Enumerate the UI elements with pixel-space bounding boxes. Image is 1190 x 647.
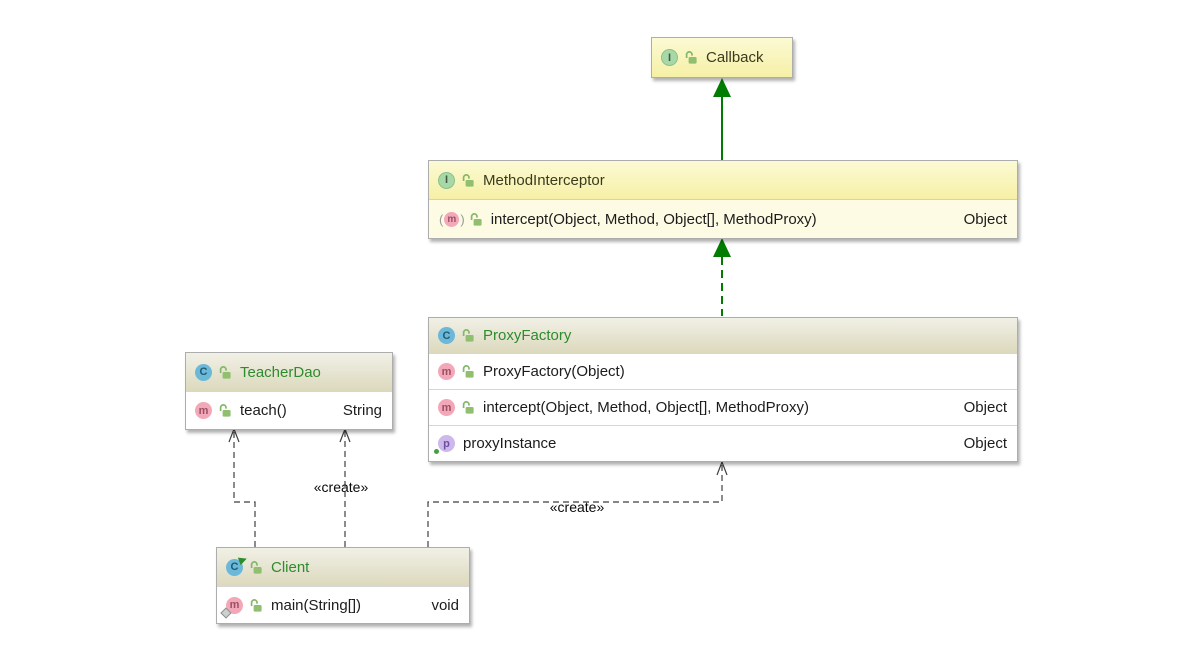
method-icon: m [195, 402, 212, 419]
class-header-proxyfactory[interactable]: C ProxyFactory [429, 318, 1017, 353]
member-row-constructor[interactable]: m ProxyFactory(Object) [429, 353, 1017, 389]
member-signature: teach() [240, 402, 287, 419]
class-name-proxyfactory: ProxyFactory [483, 327, 572, 344]
open-lock-icon [461, 328, 475, 343]
open-lock-icon [249, 560, 263, 575]
class-box-client[interactable]: C Client m main(String[]) void [216, 547, 470, 624]
method-icon: m [444, 211, 460, 227]
class-box-methodinterceptor[interactable]: I MethodInterceptor ( m ) intercept(Obje… [428, 160, 1018, 239]
open-lock-icon [461, 400, 475, 415]
member-signature: intercept(Object, Method, Object[], Meth… [483, 399, 809, 416]
class-header-client[interactable]: C Client [217, 548, 469, 586]
class-name-teacherdao: TeacherDao [240, 363, 321, 381]
class-box-proxyfactory[interactable]: C ProxyFactory m ProxyFactory(Object) m … [428, 317, 1018, 462]
open-lock-icon [249, 598, 263, 613]
member-return-type: void [431, 596, 459, 614]
open-lock-icon [218, 403, 232, 418]
class-header-methodinterceptor[interactable]: I MethodInterceptor [429, 161, 1017, 199]
open-lock-icon [469, 212, 483, 227]
create-stereotype-label: «create» [549, 499, 605, 515]
class-name-client: Client [271, 558, 310, 576]
class-icon: C [438, 327, 455, 344]
class-header-callback[interactable]: I Callback [652, 38, 792, 77]
member-row-proxyinstance[interactable]: p proxyInstance Object [429, 425, 1017, 461]
member-signature: proxyInstance [463, 435, 557, 452]
member-return-type: Object [963, 435, 1007, 452]
field-visibility-dot [434, 449, 439, 454]
create-stereotype-label: «create» [313, 479, 369, 495]
class-name-methodinterceptor: MethodInterceptor [483, 171, 605, 189]
class-box-callback[interactable]: I Callback [651, 37, 793, 78]
member-return-type: Object [963, 210, 1007, 228]
member-signature: intercept(Object, Method, Object[], Meth… [490, 210, 817, 228]
class-name-callback: Callback [706, 49, 764, 66]
interface-icon: I [661, 49, 678, 66]
open-lock-icon [218, 365, 232, 380]
open-lock-icon [461, 173, 475, 188]
member-signature: ProxyFactory(Object) [483, 363, 625, 380]
open-lock-icon [684, 50, 698, 65]
method-icon: m [438, 399, 455, 416]
member-signature: main(String[]) [271, 596, 362, 614]
edge-proxyfactory-implements-methodinterceptor [713, 238, 731, 316]
member-return-type: String [342, 402, 382, 419]
edge-methodinterceptor-extends-callback [713, 78, 731, 160]
member-row-intercept[interactable]: ( m ) intercept(Object, Method, Object[]… [429, 199, 1017, 238]
open-lock-icon [461, 364, 475, 379]
abstract-method-icon: ( [439, 211, 444, 227]
class-icon: C [195, 363, 212, 381]
member-row-intercept[interactable]: m intercept(Object, Method, Object[], Me… [429, 389, 1017, 425]
interface-icon: I [438, 171, 455, 189]
edge-client-uses-teacherdao [228, 427, 256, 547]
member-row-teach[interactable]: m teach() String [186, 391, 392, 429]
member-row-main[interactable]: m main(String[]) void [217, 586, 469, 623]
run-arrow-icon [237, 554, 249, 565]
runnable-class-icon: C [226, 554, 249, 576]
member-return-type: Object [963, 399, 1007, 416]
method-icon: m [438, 363, 455, 380]
field-icon: p [434, 435, 455, 454]
class-header-teacherdao[interactable]: C TeacherDao [186, 353, 392, 391]
class-box-teacherdao[interactable]: C TeacherDao m teach() String [185, 352, 393, 430]
static-method-icon: m [220, 596, 243, 619]
